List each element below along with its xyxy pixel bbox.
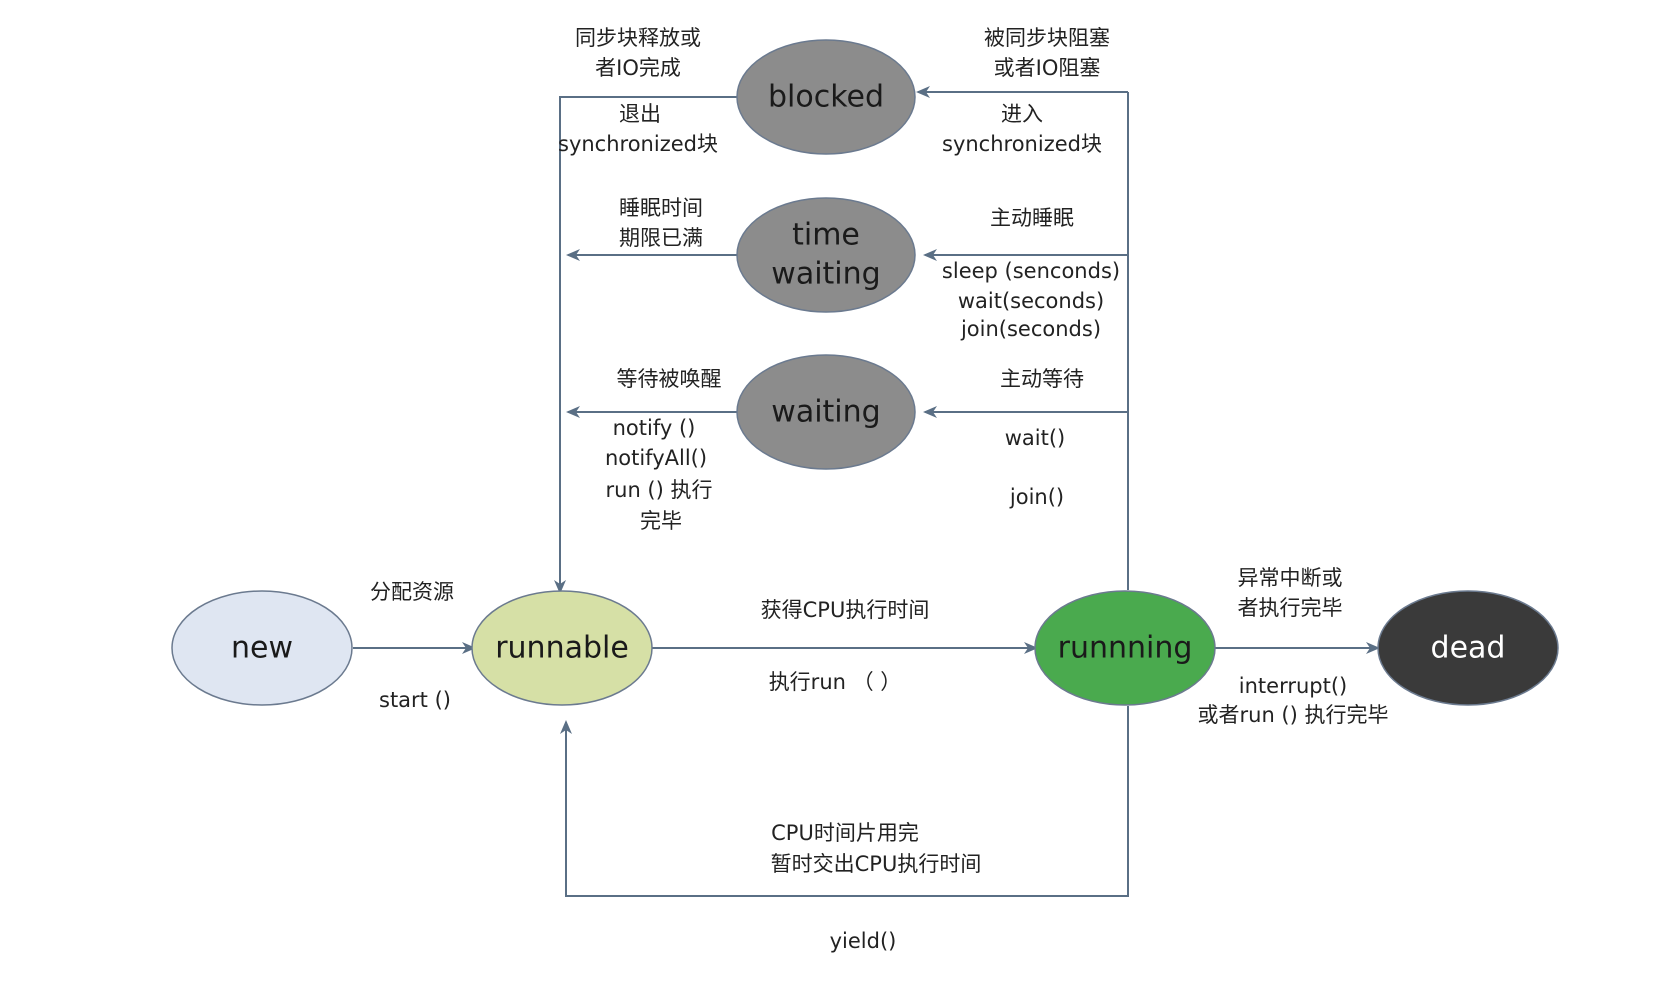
label-time-waiting-runnable-2: 期限已满 [619,226,703,250]
node-new-label: new [231,631,293,666]
label-running-time-waiting-below-1: sleep (senconds) [942,259,1120,283]
label-new-runnable-below: start () [379,688,451,712]
label-running-dead-above-1: 异常中断或 [1238,566,1343,590]
label-running-blocked-below-1: 进入 [1001,102,1043,126]
node-time-waiting-label-line1: time [792,218,860,253]
node-waiting-label: waiting [771,395,880,430]
node-runnable: runnable [471,590,653,706]
label-blocked-runnable-below-1: 退出 [619,102,661,126]
label-waiting-runnable-below-1: notify () [613,416,696,440]
label-running-waiting-below-2: join() [1009,485,1064,509]
label-waiting-runnable-below-3: run () 执行 [606,478,713,502]
node-running: runnning [1034,590,1216,706]
label-running-time-waiting-below-3: join(seconds) [960,317,1101,341]
label-waiting-runnable-below-4: 完毕 [640,509,682,533]
label-running-blocked-below-2: synchronized块 [942,132,1102,156]
label-running-runnable-line1: CPU时间片用完 [771,821,919,845]
label-running-blocked-above-1: 被同步块阻塞 [984,26,1110,50]
edge-blocked-to-runnable [554,96,740,594]
node-runnable-label: runnable [495,631,629,666]
label-runnable-running-above: 获得CPU执行时间 [761,598,930,622]
node-running-label: runnning [1058,631,1193,666]
label-blocked-runnable-below-2: synchronized块 [558,132,718,156]
node-dead-label: dead [1431,631,1506,666]
label-time-waiting-runnable-1: 睡眠时间 [619,196,703,220]
label-running-time-waiting-above: 主动睡眠 [990,206,1074,230]
label-running-runnable-method: yield() [830,929,897,953]
node-time-waiting-label-line2: waiting [771,257,880,292]
node-blocked: blocked [736,39,916,155]
label-running-waiting-below-1: wait() [1005,426,1066,450]
label-running-runnable-line2: 暂时交出CPU执行时间 [771,852,982,876]
label-runnable-running-below: 执行run （ ） [769,670,902,694]
label-running-waiting-above: 主动等待 [1000,367,1084,391]
edge-running-to-runnable [560,706,1129,897]
node-blocked-label: blocked [768,80,884,115]
node-new: new [171,590,353,706]
label-running-dead-below-2: 或者run () 执行完毕 [1198,703,1389,727]
node-dead: dead [1377,590,1559,706]
label-waiting-runnable-above: 等待被唤醒 [617,367,722,391]
label-running-time-waiting-below-2: wait(seconds) [958,289,1104,313]
label-blocked-runnable-above-1: 同步块释放或 [575,26,701,50]
node-time-waiting: time waiting [736,197,916,313]
label-running-dead-above-2: 者执行完毕 [1238,596,1343,620]
label-blocked-runnable-above-2: 者IO完成 [595,56,681,80]
node-waiting: waiting [736,354,916,470]
label-running-dead-below-1: interrupt() [1239,674,1347,698]
label-waiting-runnable-below-2: notifyAll() [605,446,707,470]
label-new-runnable-above: 分配资源 [370,580,454,604]
label-running-blocked-above-2: 或者IO阻塞 [994,56,1101,80]
